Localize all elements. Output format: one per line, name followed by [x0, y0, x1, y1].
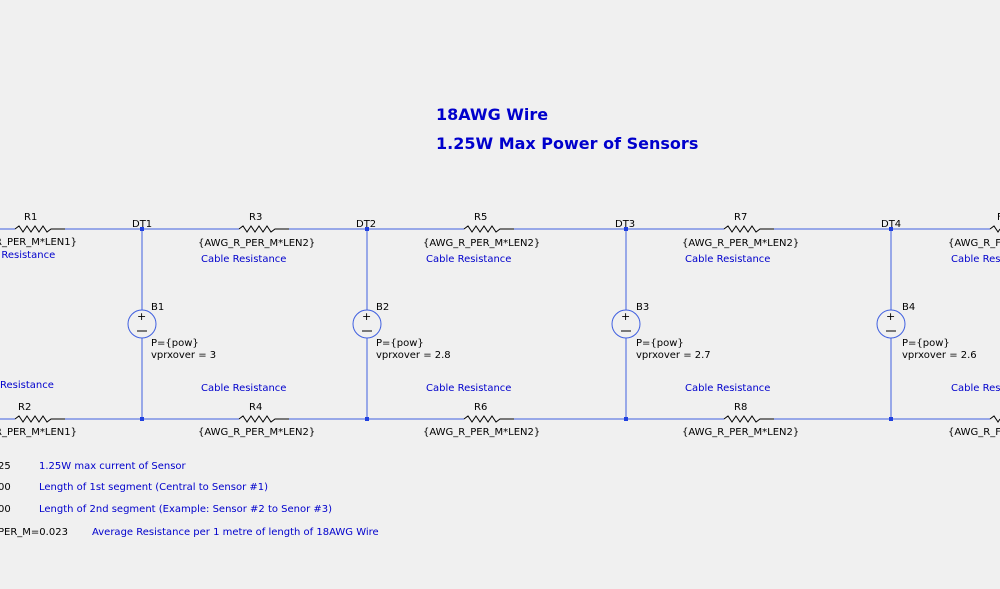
resistor-r10-value: {AWG_R_F — [948, 427, 1000, 438]
resistor-r9-value: {AWG_R_F — [948, 238, 1000, 249]
resistor-r3-note: Cable Resistance — [201, 254, 286, 265]
param-pow-directive[interactable]: 25 — [0, 461, 11, 472]
resistor-r4-note: Cable Resistance — [201, 383, 286, 394]
source-b4-name: B4 — [902, 302, 915, 313]
resistor-r3-name: R3 — [249, 212, 262, 223]
resistor-r9-note: Cable Res — [951, 254, 1000, 265]
resistor-r10-symbol[interactable] — [989, 415, 1000, 423]
resistor-r1-symbol[interactable] — [14, 225, 65, 233]
source-b3-branch[interactable]: + — [611, 229, 641, 419]
param-len1-comment: Length of 1st segment (Central to Sensor… — [39, 482, 268, 493]
source-b1-power: P={pow} — [151, 338, 199, 349]
resistor-r1-note: e Resistance — [0, 250, 55, 261]
resistor-r2-symbol[interactable] — [14, 415, 65, 423]
resistor-r8-name: R8 — [734, 402, 747, 413]
source-b3-power: P={pow} — [636, 338, 684, 349]
resistor-r7-symbol[interactable] — [723, 225, 774, 233]
resistor-r9-symbol[interactable] — [989, 225, 1000, 233]
resistor-r5-name: R5 — [474, 212, 487, 223]
param-len1-directive[interactable]: 00 — [0, 482, 11, 493]
resistor-r6-note: Cable Resistance — [426, 383, 511, 394]
source-b2-branch[interactable]: + — [352, 229, 382, 419]
resistor-r5-symbol[interactable] — [463, 225, 514, 233]
resistor-r4-name: R4 — [249, 402, 262, 413]
resistor-r5-value: {AWG_R_PER_M*LEN2} — [423, 238, 540, 249]
resistor-r4-symbol[interactable] — [238, 415, 289, 423]
svg-text:+: + — [362, 310, 371, 323]
resistor-r2-name: R2 — [18, 402, 31, 413]
svg-text:+: + — [886, 310, 895, 323]
title-max-power: 1.25W Max Power of Sensors — [436, 134, 698, 153]
resistor-r1-value: _R_PER_M*LEN1} — [0, 237, 77, 248]
source-b2-vprxover: vprxover = 2.8 — [376, 350, 451, 361]
param-pow-comment: 1.25W max current of Sensor — [39, 461, 187, 472]
junction-dots — [140, 227, 893, 421]
node-label-dt1: DT1 — [132, 219, 152, 230]
resistor-r7-name: R7 — [734, 212, 747, 223]
resistor-r3-symbol[interactable] — [238, 225, 289, 233]
resistor-r7-value: {AWG_R_PER_M*LEN2} — [682, 238, 799, 249]
resistor-r4-value: {AWG_R_PER_M*LEN2} — [198, 427, 315, 438]
resistor-r9-name: F — [997, 212, 1000, 223]
param-len2-directive[interactable]: 00 — [0, 504, 11, 515]
resistor-r8-symbol[interactable] — [723, 415, 774, 423]
resistor-r6-name: R6 — [474, 402, 487, 413]
node-label-dt3: DT3 — [615, 219, 635, 230]
resistor-r7-note: Cable Resistance — [685, 254, 770, 265]
node-label-dt2: DT2 — [356, 219, 376, 230]
param-awg-directive[interactable]: PER_M=0.023 — [0, 527, 68, 538]
source-b1-vprxover: vprxover = 3 — [151, 350, 216, 361]
resistor-r6-value: {AWG_R_PER_M*LEN2} — [423, 427, 540, 438]
resistor-r6-symbol[interactable] — [463, 415, 514, 423]
source-b4-vprxover: vprxover = 2.6 — [902, 350, 977, 361]
param-len2-comment: Length of 2nd segment (Example: Sensor #… — [39, 504, 332, 515]
source-b3-vprxover: vprxover = 2.7 — [636, 350, 711, 361]
resistor-r2-note: Resistance — [0, 380, 54, 391]
param-awg-comment: Average Resistance per 1 metre of length… — [92, 527, 379, 538]
resistor-r3-value: {AWG_R_PER_M*LEN2} — [198, 238, 315, 249]
resistor-r5-note: Cable Resistance — [426, 254, 511, 265]
resistor-r1-name: R1 — [24, 212, 37, 223]
node-label-dt4: DT4 — [881, 219, 901, 230]
resistor-r10-note: Cable Resi — [951, 383, 1000, 394]
resistor-r2-value: _R_PER_M*LEN1} — [0, 427, 77, 438]
title-wire-gauge: 18AWG Wire — [436, 105, 548, 124]
resistor-r8-note: Cable Resistance — [685, 383, 770, 394]
resistor-r8-value: {AWG_R_PER_M*LEN2} — [682, 427, 799, 438]
source-b4-power: P={pow} — [902, 338, 950, 349]
source-b3-name: B3 — [636, 302, 649, 313]
svg-text:+: + — [137, 310, 146, 323]
source-b1-branch[interactable]: + — [127, 229, 157, 419]
svg-text:+: + — [621, 310, 630, 323]
source-b4-branch[interactable]: + — [876, 229, 906, 419]
source-b2-name: B2 — [376, 302, 389, 313]
source-b2-power: P={pow} — [376, 338, 424, 349]
source-b1-name: B1 — [151, 302, 164, 313]
